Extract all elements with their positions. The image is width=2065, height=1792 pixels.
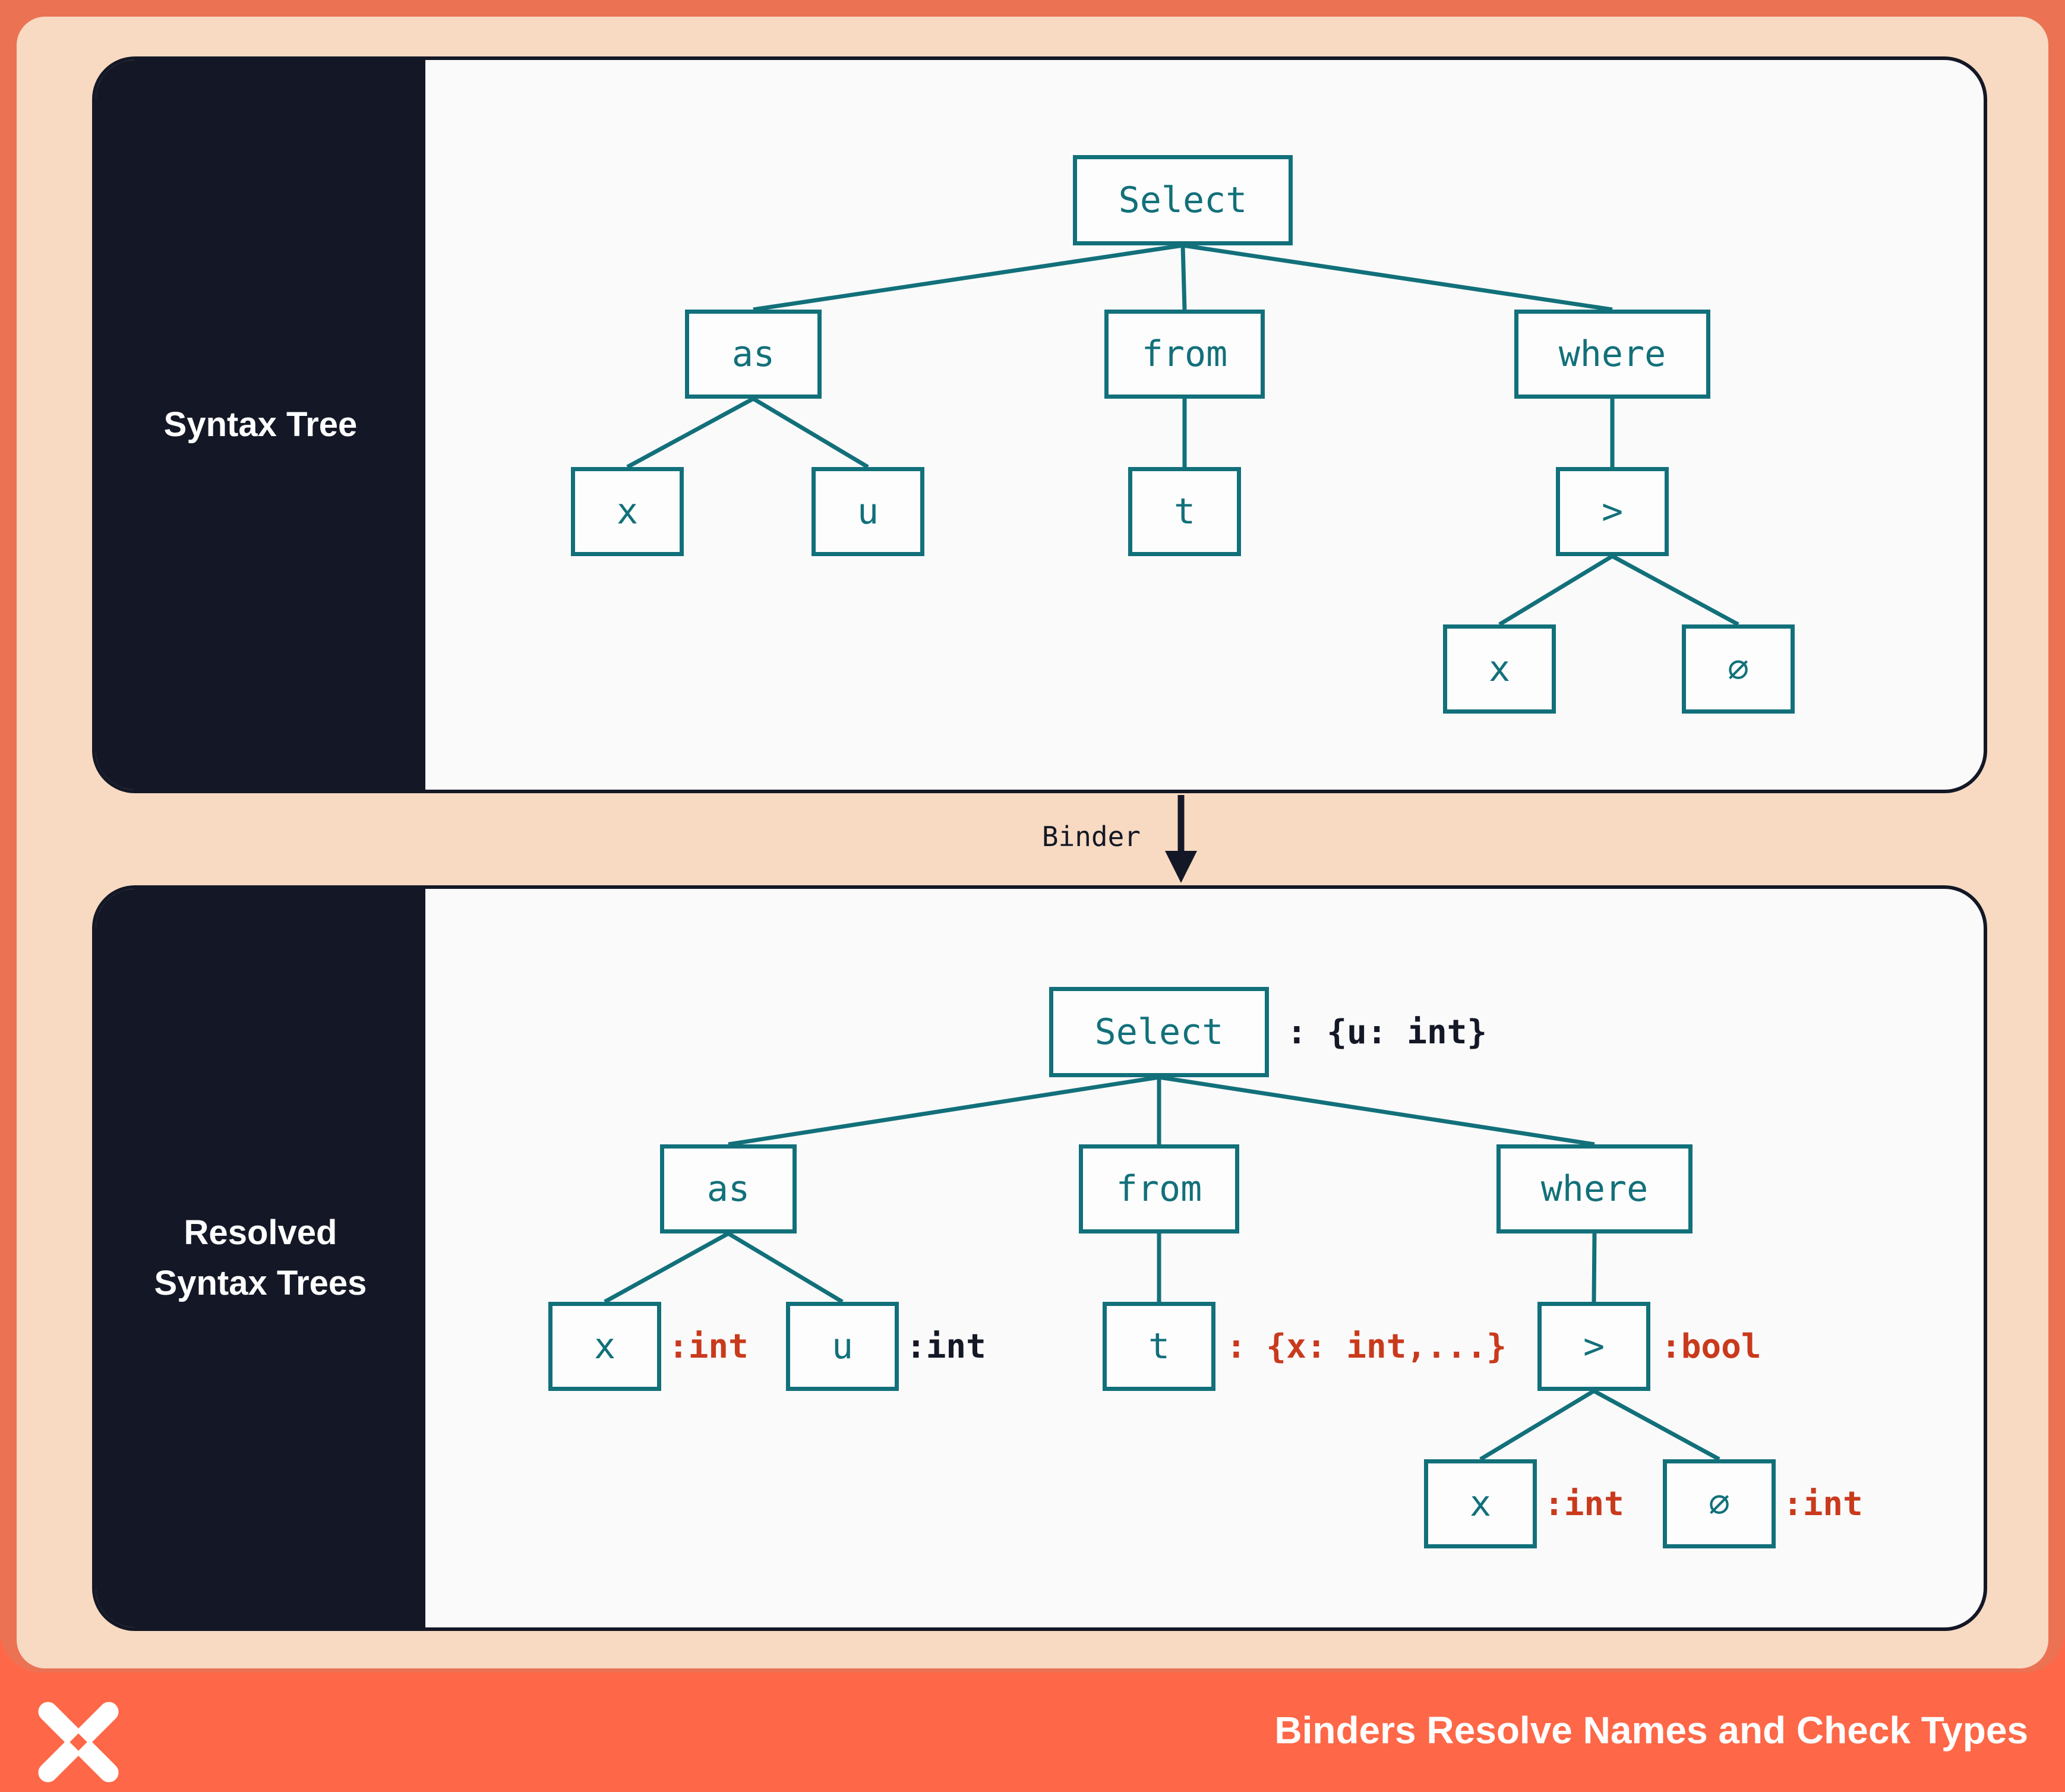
node-x-operand: x: [1443, 624, 1556, 714]
node-u-resolved: u: [786, 1302, 899, 1391]
node-as-resolved: as: [660, 1144, 797, 1233]
node-t-resolved: t: [1103, 1302, 1215, 1391]
node-where: where: [1514, 310, 1710, 399]
resolved-trees-title: Resolved Syntax Trees: [154, 1208, 367, 1308]
node-from: from: [1104, 310, 1265, 399]
annotation-greater-than-type: :bool: [1661, 1327, 1761, 1366]
node-t: t: [1128, 467, 1241, 556]
annotation-select-type: : {u: int}: [1287, 1012, 1488, 1052]
resolved-tree-edges: [604, 1075, 1720, 1462]
node-x-alias: x: [571, 467, 684, 556]
annotation-u-type: :int: [906, 1327, 986, 1366]
node-greater-than: >: [1556, 467, 1669, 556]
node-zero-resolved: ∅: [1663, 1459, 1776, 1548]
resolved-trees-title-line2: Syntax Trees: [154, 1263, 367, 1302]
node-select: Select: [1073, 155, 1293, 245]
binder-label: Binder: [1041, 821, 1141, 853]
node-select-resolved: Select: [1049, 987, 1269, 1077]
annotation-x-operand-type: :int: [1544, 1484, 1624, 1523]
binder-arrow: [0, 790, 2065, 888]
annotation-t-type: : {x: int,...}: [1226, 1327, 1507, 1366]
panel-syntax-tree: Select as from where x u t > x ∅ Syntax …: [92, 56, 1987, 793]
syntax-tree-edges: [626, 243, 1739, 627]
node-x-operand-resolved: x: [1424, 1459, 1537, 1548]
node-from-resolved: from: [1079, 1144, 1239, 1233]
resolved-trees-sidebar: Resolved Syntax Trees: [96, 889, 425, 1627]
panel-resolved-syntax-trees: Select : {u: int} as from where x :int u…: [92, 885, 1987, 1631]
brand-x-logo-icon: [38, 1702, 119, 1782]
node-x-alias-resolved: x: [548, 1302, 661, 1391]
resolved-trees-title-line1: Resolved: [184, 1213, 337, 1252]
syntax-tree-sidebar: Syntax Tree: [96, 60, 425, 790]
footer-caption: Binders Resolve Names and Check Types: [1274, 1709, 2028, 1752]
syntax-tree-title: Syntax Tree: [163, 405, 358, 444]
node-as: as: [685, 310, 822, 399]
node-greater-than-resolved: >: [1537, 1302, 1650, 1391]
annotation-x-alias-type: :int: [668, 1327, 749, 1366]
node-zero: ∅: [1682, 624, 1795, 714]
node-where-resolved: where: [1496, 1144, 1693, 1233]
node-u: u: [812, 467, 924, 556]
annotation-zero-type: :int: [1783, 1484, 1863, 1523]
